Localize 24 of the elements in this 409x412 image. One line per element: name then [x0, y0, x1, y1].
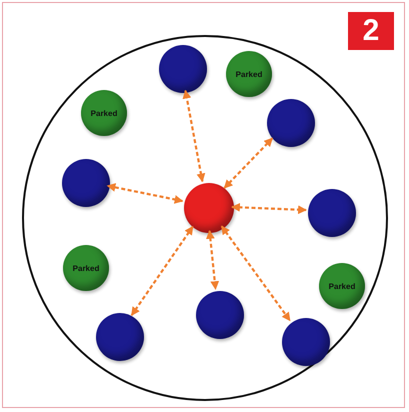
ball-node	[81, 90, 127, 136]
node-label: Parked	[72, 264, 100, 272]
arrow	[224, 138, 274, 189]
ball-node	[282, 318, 330, 366]
arrow	[130, 226, 194, 316]
panel-number: 2	[348, 12, 394, 50]
node-label: Parked	[236, 70, 262, 78]
arrow	[220, 226, 291, 322]
arrow	[106, 183, 184, 204]
node-label: Parked	[90, 108, 118, 118]
ball-node	[63, 245, 109, 291]
ball-node	[226, 51, 272, 97]
ball-node	[96, 313, 144, 361]
ball-node	[308, 189, 356, 237]
ball-node	[159, 45, 207, 93]
arrow	[206, 230, 220, 290]
ball-node	[267, 99, 315, 147]
ball-node	[196, 291, 244, 339]
arrow	[231, 202, 307, 214]
arrow	[182, 90, 206, 182]
ball-node	[319, 263, 365, 309]
ball-node	[62, 159, 110, 207]
node-label: Parked	[328, 282, 356, 290]
ball-node	[184, 183, 234, 233]
